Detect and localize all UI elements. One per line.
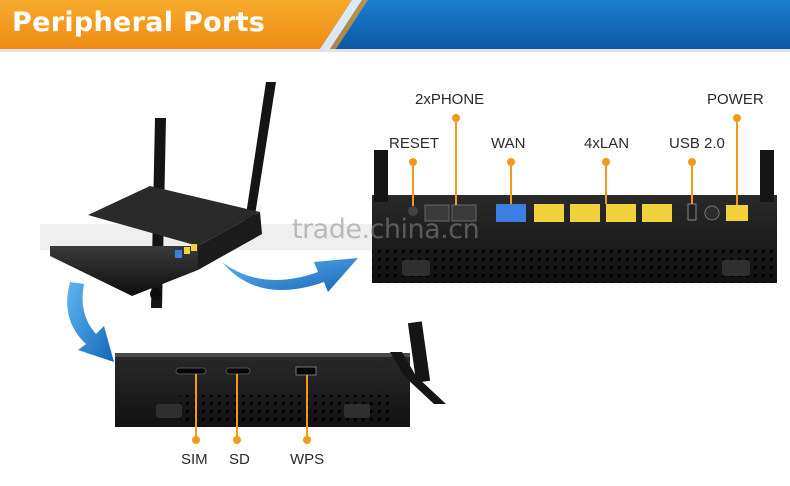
callout-dot (233, 436, 241, 444)
callout-dot (602, 158, 610, 166)
label-4xlan: 4xLAN (584, 135, 630, 152)
router-angled-view (50, 82, 276, 308)
callout-dot (452, 114, 460, 122)
label-sim: SIM (181, 451, 208, 468)
lan-port-2 (570, 204, 600, 222)
callout-dot (303, 436, 311, 444)
lan-port-1 (534, 204, 564, 222)
label-usb: USB 2.0 (669, 135, 725, 152)
router-illustration (40, 82, 777, 444)
lan-port-small (184, 247, 190, 254)
callout-dot (192, 436, 200, 444)
router-front-face (50, 246, 198, 296)
power-jack (726, 205, 748, 221)
sim-slot (175, 367, 207, 375)
rear-callout-lines (412, 118, 738, 206)
foot (402, 260, 430, 276)
callout-dot (409, 158, 417, 166)
antenna-stub-right (760, 150, 774, 202)
lan-port-small (191, 244, 197, 251)
wan-port (496, 204, 526, 222)
foot (156, 404, 182, 418)
side-panel-closeup (115, 321, 446, 444)
antenna-side-upper (407, 321, 431, 383)
label-wan: WAN (491, 135, 526, 152)
label-2xphone: 2xPHONE (415, 91, 485, 108)
antenna-stub-left (374, 150, 388, 202)
phone-port-2 (451, 204, 477, 222)
page-title: Peripheral Ports (12, 7, 266, 38)
power-switch (704, 205, 720, 221)
antenna-side (404, 376, 446, 404)
label-reset: RESET (389, 135, 440, 152)
watermark-text: trade.china.cn (292, 214, 480, 245)
header-bar (0, 0, 790, 52)
foot (344, 404, 370, 418)
rear-panel-closeup (372, 114, 777, 283)
sd-slot (225, 367, 251, 375)
lan-port-4 (642, 204, 672, 222)
antenna-side-base (390, 352, 416, 376)
wan-port-small (175, 250, 182, 258)
arrow-to-rear-panel (222, 258, 358, 292)
callout-dot (688, 158, 696, 166)
callout-dot (733, 114, 741, 122)
label-wps: WPS (290, 451, 325, 468)
antenna-rear (244, 82, 276, 228)
wps-button (295, 366, 317, 376)
side-callout-lines (195, 374, 308, 440)
reset-button (408, 206, 418, 216)
arrow-to-side-panel (67, 282, 114, 362)
phone-port-1 (424, 204, 450, 222)
label-sd: SD (229, 451, 250, 468)
label-power: POWER (707, 91, 764, 108)
callout-dot (507, 158, 515, 166)
usb-port (687, 203, 697, 221)
foot (722, 260, 750, 276)
router-side (198, 212, 262, 270)
lan-port-3 (606, 204, 636, 222)
router-top (88, 186, 260, 246)
